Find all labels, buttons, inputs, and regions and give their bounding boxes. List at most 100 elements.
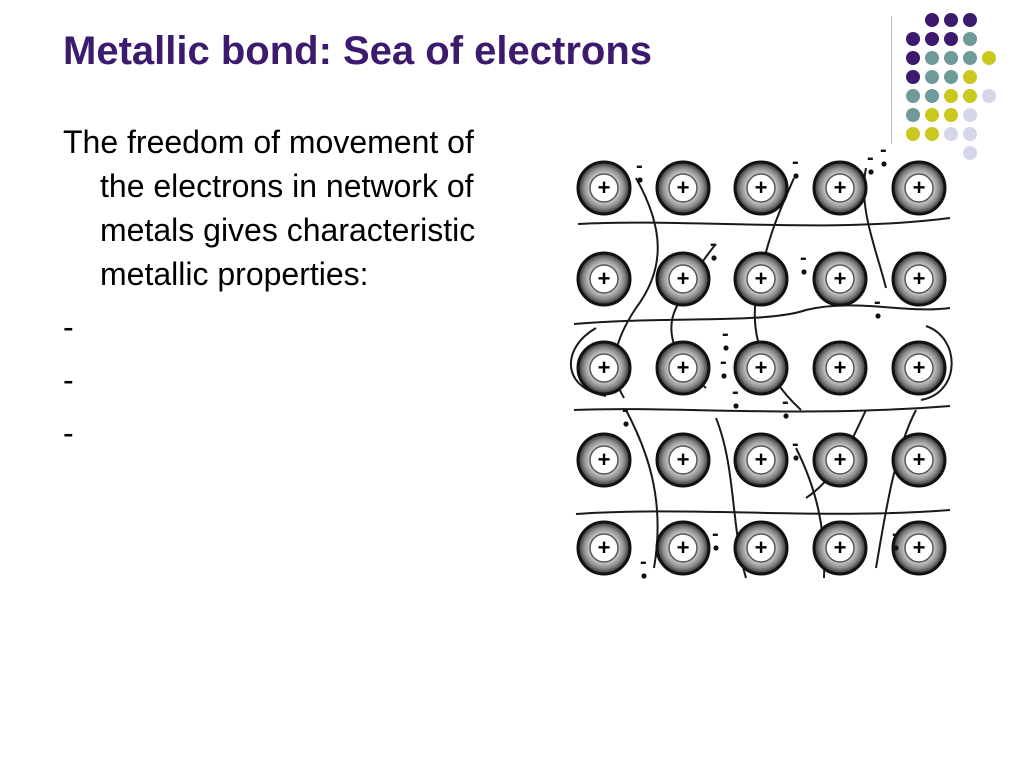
metal-cation: + xyxy=(576,251,632,307)
cation-plus-sign: + xyxy=(598,175,611,200)
electron: - xyxy=(880,148,887,167)
decorative-dot xyxy=(906,51,920,65)
electron: - xyxy=(782,391,789,419)
electron-minus-sign: - xyxy=(800,247,807,269)
electron: - xyxy=(622,399,629,427)
decorative-dot xyxy=(963,51,977,65)
metal-cation: + xyxy=(655,251,711,307)
cation-plus-sign: + xyxy=(677,175,690,200)
metal-cation: + xyxy=(655,160,711,216)
decorative-dot xyxy=(925,89,939,103)
decorative-dot xyxy=(906,108,920,122)
cation-plus-sign: + xyxy=(598,266,611,291)
metal-cation: + xyxy=(733,160,789,216)
metal-cation: + xyxy=(812,340,868,396)
cation-plus-sign: + xyxy=(834,535,847,560)
decorative-dot xyxy=(982,89,996,103)
cation-plus-sign: + xyxy=(598,535,611,560)
metal-cation: + xyxy=(733,432,789,488)
cation-plus-sign: + xyxy=(834,355,847,380)
decorative-dot xyxy=(925,13,939,27)
electron-minus-sign: - xyxy=(720,351,727,373)
decorative-dot xyxy=(906,89,920,103)
decorative-dot xyxy=(944,70,958,84)
electron: - xyxy=(640,551,647,579)
cation-plus-sign: + xyxy=(677,355,690,380)
cation-plus-sign: + xyxy=(677,535,690,560)
metal-cation: + xyxy=(655,520,711,576)
electron-minus-sign: - xyxy=(722,323,729,345)
cation-plus-sign: + xyxy=(598,355,611,380)
cation-plus-sign: + xyxy=(913,266,926,291)
electron-minus-sign: - xyxy=(710,233,717,255)
electron: - xyxy=(874,291,881,319)
metal-cation: + xyxy=(891,432,947,488)
metal-cation: + xyxy=(655,432,711,488)
metal-cation: + xyxy=(891,251,947,307)
decorative-dot xyxy=(944,13,958,27)
metal-cation: + xyxy=(812,160,868,216)
decorative-dot xyxy=(963,127,977,141)
electron-grid: ---------------- xyxy=(622,148,899,579)
decorative-dot xyxy=(925,32,939,46)
electron-minus-sign: - xyxy=(880,148,887,161)
decorative-dot xyxy=(963,13,977,27)
electron: - xyxy=(732,381,739,409)
body-paragraph: The freedom of movement of the electrons… xyxy=(63,124,476,292)
decorative-dot-grid xyxy=(906,13,996,160)
metal-cation: + xyxy=(733,520,789,576)
decorative-dot xyxy=(963,32,977,46)
metal-cation: + xyxy=(891,160,947,216)
electron-minus-sign: - xyxy=(622,399,629,421)
electron: - xyxy=(710,233,717,261)
electron-minus-sign: - xyxy=(874,291,881,313)
header-divider xyxy=(891,16,892,144)
cation-plus-sign: + xyxy=(598,447,611,472)
cation-plus-sign: + xyxy=(834,175,847,200)
electron-minus-sign: - xyxy=(712,523,719,545)
decorative-dot xyxy=(906,70,920,84)
electron: - xyxy=(792,151,799,179)
metal-cation: + xyxy=(891,340,947,396)
electron-minus-sign: - xyxy=(792,433,799,455)
metal-cation: + xyxy=(812,432,868,488)
metal-cation: + xyxy=(576,520,632,576)
cation-plus-sign: + xyxy=(913,447,926,472)
metal-cation: + xyxy=(576,160,632,216)
bullet-1: - xyxy=(63,309,74,345)
metal-cation: + xyxy=(891,520,947,576)
metal-cation: + xyxy=(576,340,632,396)
metal-cation: + xyxy=(812,251,868,307)
cation-plus-sign: + xyxy=(677,447,690,472)
cation-plus-sign: + xyxy=(834,266,847,291)
electron-minus-sign: - xyxy=(892,523,899,545)
decorative-dot xyxy=(963,89,977,103)
sea-of-electrons-diagram: +++++++++++++++++++++++++ --------------… xyxy=(570,148,953,579)
electron-minus-sign: - xyxy=(732,381,739,403)
cation-plus-sign: + xyxy=(755,447,768,472)
decorative-dot xyxy=(963,70,977,84)
decorative-dot xyxy=(944,32,958,46)
slide-title: Metallic bond: Sea of electrons xyxy=(63,29,653,73)
cation-plus-sign: + xyxy=(755,266,768,291)
decorative-dot xyxy=(925,70,939,84)
metal-cation: + xyxy=(733,251,789,307)
ion-grid: + + + + + + + + + + + + + + + + + + + + + + + + + xyxy=(576,160,947,576)
electron: - xyxy=(792,433,799,461)
cation-plus-sign: + xyxy=(913,535,926,560)
decorative-dot xyxy=(982,51,996,65)
decorative-dot xyxy=(925,51,939,65)
cation-plus-sign: + xyxy=(677,266,690,291)
cation-plus-sign: + xyxy=(913,355,926,380)
decorative-dot xyxy=(963,146,977,160)
decorative-dot xyxy=(944,89,958,103)
electron: - xyxy=(800,247,807,275)
decorative-dot xyxy=(944,127,958,141)
decorative-dot xyxy=(963,108,977,122)
electron: - xyxy=(636,155,643,183)
bullet-3: - xyxy=(63,415,74,451)
cation-plus-sign: + xyxy=(755,355,768,380)
decorative-dot xyxy=(925,108,939,122)
decorative-dot xyxy=(906,32,920,46)
electron-minus-sign: - xyxy=(636,155,643,177)
